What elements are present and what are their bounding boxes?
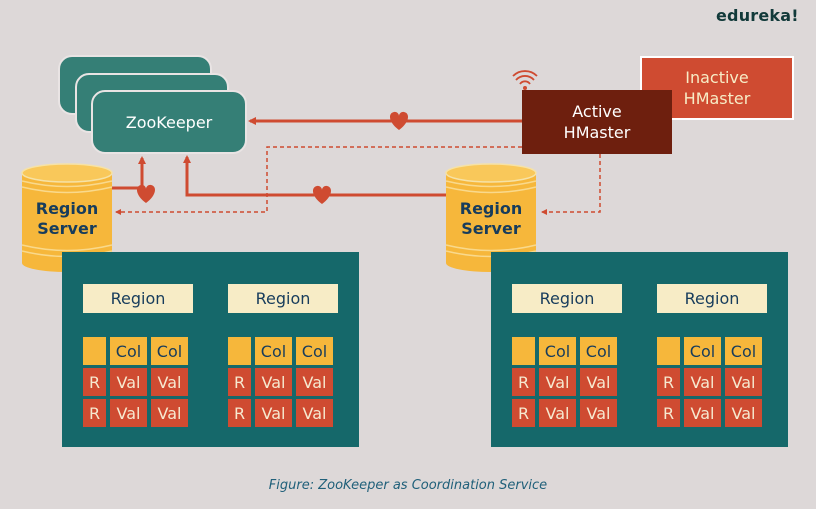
heart-icon xyxy=(312,185,332,204)
row-key-cell: R xyxy=(228,368,251,396)
row-key-cell: R xyxy=(657,399,680,427)
val-cell: Val xyxy=(539,399,576,427)
zookeeper-node: ZooKeeper xyxy=(91,90,247,154)
row-key-cell: R xyxy=(83,368,106,396)
region-header: Region xyxy=(512,284,622,313)
col-cell: Col xyxy=(725,337,762,365)
row-key-cell: R xyxy=(657,368,680,396)
blank-cell xyxy=(228,337,251,365)
blank-cell xyxy=(512,337,535,365)
blank-cell xyxy=(83,337,106,365)
figure-caption: Figure: ZooKeeper as Coordination Servic… xyxy=(268,478,548,493)
val-cell: Val xyxy=(684,368,721,396)
val-cell: Val xyxy=(684,399,721,427)
row-key-cell: R xyxy=(228,399,251,427)
val-cell: Val xyxy=(296,368,333,396)
heart-icon xyxy=(136,184,156,203)
right-server-heartbeat-line xyxy=(183,155,448,197)
col-cell: Col xyxy=(151,337,188,365)
blank-cell xyxy=(657,337,680,365)
wifi-signal-icon xyxy=(512,70,538,90)
val-cell: Val xyxy=(296,399,333,427)
col-cell: Col xyxy=(110,337,147,365)
val-cell: Val xyxy=(151,368,188,396)
val-cell: Val xyxy=(110,368,147,396)
col-cell: Col xyxy=(684,337,721,365)
right-region-server-label: Region Server xyxy=(459,199,523,238)
row-key-cell: R xyxy=(83,399,106,427)
region-header: Region xyxy=(83,284,193,313)
col-cell: Col xyxy=(255,337,292,365)
val-cell: Val xyxy=(151,399,188,427)
zookeeper-label: ZooKeeper xyxy=(125,112,213,132)
col-cell: Col xyxy=(580,337,617,365)
val-cell: Val xyxy=(725,399,762,427)
region-header: Region xyxy=(228,284,338,313)
region-header: Region xyxy=(657,284,767,313)
row-key-cell: R xyxy=(512,368,535,396)
col-cell: Col xyxy=(296,337,333,365)
hmaster-to-left-server-dashed xyxy=(115,146,522,215)
active-hmaster: Active HMaster xyxy=(522,90,672,154)
val-cell: Val xyxy=(539,368,576,396)
val-cell: Val xyxy=(725,368,762,396)
left-server-heartbeat-line xyxy=(112,156,146,190)
heart-icon xyxy=(389,111,409,130)
edureka-logo: edureka! xyxy=(716,6,799,25)
val-cell: Val xyxy=(580,368,617,396)
val-cell: Val xyxy=(255,399,292,427)
row-key-cell: R xyxy=(512,399,535,427)
val-cell: Val xyxy=(110,399,147,427)
val-cell: Val xyxy=(255,368,292,396)
hmaster-to-right-server-dashed xyxy=(541,154,601,215)
val-cell: Val xyxy=(580,399,617,427)
left-region-server-label: Region Server xyxy=(35,199,99,238)
col-cell: Col xyxy=(539,337,576,365)
